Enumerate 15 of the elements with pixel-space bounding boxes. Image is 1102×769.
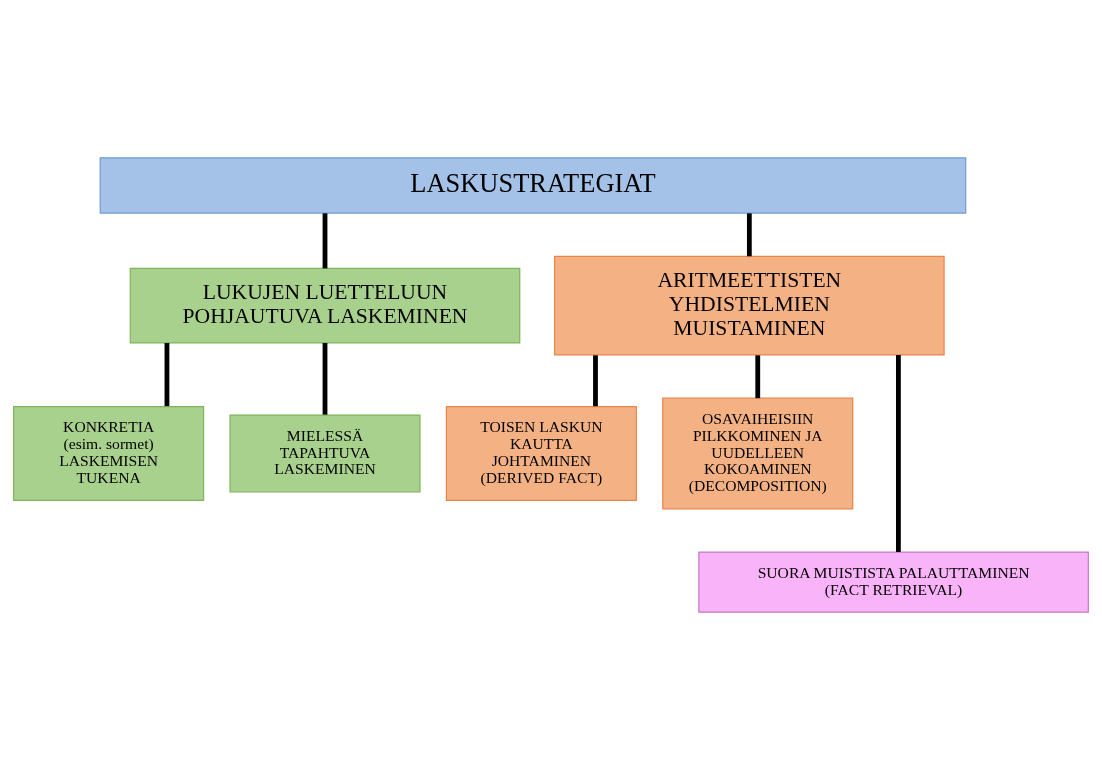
connector: [896, 354, 901, 552]
node-box: LUKUJEN LUETTELUUN POHJAUTUVA LASKEMINEN: [129, 267, 521, 344]
node-box: SUORA MUISTISTA PALAUTTAMINEN (FACT RETRIEVAL): [698, 551, 1089, 613]
node-box: ARITMEETTISTEN YHDISTELMIEN MUISTAMINEN: [554, 255, 945, 356]
node-box: MIELESSÄ TAPAHTUVA LASKEMINEN: [229, 413, 421, 493]
connector: [746, 212, 752, 256]
connector: [593, 354, 598, 406]
node-box: OSAVAIHEISIIN PILKKOMINEN JA UUDELLEEN KOKOAMINEN (DECOMPOSITION): [662, 397, 854, 509]
connector: [322, 342, 328, 415]
node-box: KONKRETIA (esim. sormet) LASKEMISEN TUKENA: [13, 405, 205, 501]
connector: [164, 342, 170, 406]
connector: [322, 212, 328, 268]
connector: [755, 354, 761, 398]
node-box: TOISEN LASKUN KAUTTA JOHTAMINEN (DERIVED FACT): [445, 405, 637, 501]
node-box: LASKUSTRATEGIAT: [99, 156, 967, 214]
